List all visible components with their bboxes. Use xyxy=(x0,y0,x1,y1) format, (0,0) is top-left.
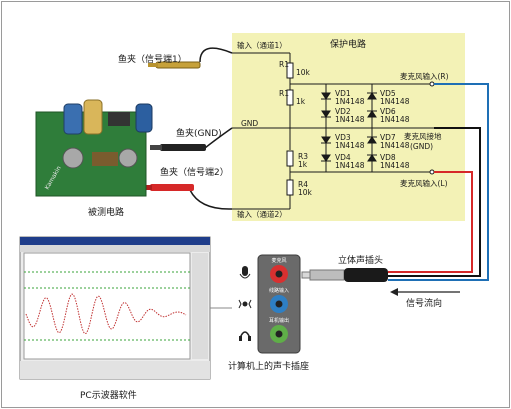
mic-gnd-sublabel: (GND) xyxy=(410,142,433,151)
cable-blue xyxy=(388,83,489,281)
oscilloscope-window[interactable] xyxy=(19,236,211,380)
resistor-r3-1k xyxy=(286,150,294,167)
stereo-plug-label: 立体声插头 xyxy=(338,254,383,266)
input-ch1-label: 输入（通道1） xyxy=(237,40,287,50)
r1a-name: R1 xyxy=(279,60,289,69)
protection-title: 保护电路 xyxy=(330,38,366,50)
vd5-type: 1N4148 xyxy=(380,97,410,106)
vd3-type: 1N4148 xyxy=(335,141,365,150)
mic-icon xyxy=(239,266,251,279)
gnd-label: GND xyxy=(241,119,258,128)
clip-sig1-label: 鱼夹（信号端1） xyxy=(118,53,187,65)
r4-value: 10k xyxy=(298,188,313,197)
diode-vd8-symbol xyxy=(367,154,377,162)
vd8-type: 1N4148 xyxy=(380,161,410,170)
soundcard-label: 计算机上的声卡插座 xyxy=(228,360,309,372)
input-ch2-label: 输入（通道2） xyxy=(237,209,287,219)
scope-waveform xyxy=(25,293,187,335)
r4-name: R4 xyxy=(298,180,308,189)
terminal-l xyxy=(429,169,435,175)
resistor-bodies xyxy=(286,62,294,196)
mic-in-l-label: 麦克风输入(L) xyxy=(400,178,448,188)
scope-titlebar xyxy=(20,237,210,245)
clip-sig2[interactable] xyxy=(142,184,233,210)
scope-side-panel xyxy=(192,253,208,359)
vd6-type: 1N4148 xyxy=(380,115,410,124)
vd8-name: VD8 xyxy=(380,153,396,162)
line-in-icon xyxy=(238,299,252,309)
vd2-type: 1N4148 xyxy=(335,115,365,124)
r3-name: R3 xyxy=(298,152,308,161)
resistor-r4-10k xyxy=(286,179,294,196)
terminal-r xyxy=(429,81,435,87)
signal-flow-arrow xyxy=(390,288,460,296)
scope-plot-area xyxy=(23,252,191,360)
clip-sig2-label: 鱼夹（信号端2） xyxy=(160,166,229,178)
diode-vd4-symbol xyxy=(321,154,331,162)
pc-scope-label: PC示波器软件 xyxy=(80,389,137,401)
diode-vd7-symbol xyxy=(367,136,377,144)
vd4-type: 1N4148 xyxy=(335,161,365,170)
signal-flow-label: 信号流向 xyxy=(406,297,442,309)
cable-red xyxy=(388,171,473,273)
resistor-r1-1k xyxy=(286,89,294,106)
resistor-r1-10k xyxy=(286,62,294,79)
vd1-name: VD1 xyxy=(335,89,351,98)
jack-headphone-label: 耳机输出 xyxy=(269,317,289,324)
dut-label: 被测电路 xyxy=(88,206,124,218)
vd5-name: VD5 xyxy=(380,89,396,98)
vd7-type: 1N4148 xyxy=(380,141,410,150)
diode-vd5-symbol xyxy=(367,92,377,100)
mic-in-r-label: 麦克风输入(R) xyxy=(400,71,449,81)
cable-black xyxy=(388,127,481,277)
scope-toolbar xyxy=(20,245,210,252)
vd4-name: VD4 xyxy=(335,153,351,162)
diode-vd2-symbol xyxy=(321,110,331,118)
r1b-value: 1k xyxy=(296,97,306,106)
diode-labels: VD1 1N4148 VD2 1N4148 VD3 1N4148 VD4 1N4… xyxy=(335,89,410,170)
cables-to-plug xyxy=(388,83,489,281)
jack-mic-label: 麦克风 xyxy=(271,257,286,264)
soundcard-panel: 麦克风 线路输入 耳机输出 xyxy=(257,254,301,354)
vd2-name: VD2 xyxy=(335,107,351,116)
diode-vd3-symbol xyxy=(321,136,331,144)
r1a-value: 10k xyxy=(296,68,311,77)
dut-board: Kamakin xyxy=(35,99,153,197)
protection-panel xyxy=(232,33,465,221)
jack-line-in-label: 线路输入 xyxy=(269,287,289,294)
clip-sig1[interactable] xyxy=(148,47,233,69)
vd3-name: VD3 xyxy=(335,133,351,142)
diode-symbols xyxy=(321,92,377,162)
r1b-name: R1 xyxy=(279,89,289,98)
vd7-name: VD7 xyxy=(380,133,396,142)
diode-vd1-symbol xyxy=(321,92,331,100)
diode-vd6-symbol xyxy=(367,110,377,118)
scope-status-bar xyxy=(20,361,210,379)
stereo-plug[interactable] xyxy=(301,268,388,282)
vd6-name: VD6 xyxy=(380,107,396,116)
headphone-icon xyxy=(239,331,251,341)
r3-value: 1k xyxy=(298,160,308,169)
vd1-type: 1N4148 xyxy=(335,97,365,106)
clip-gnd-label: 鱼夹(GND) xyxy=(176,127,222,139)
clip-gnd[interactable] xyxy=(150,127,233,151)
mic-gnd-label: 麦克风接地 xyxy=(404,131,442,141)
